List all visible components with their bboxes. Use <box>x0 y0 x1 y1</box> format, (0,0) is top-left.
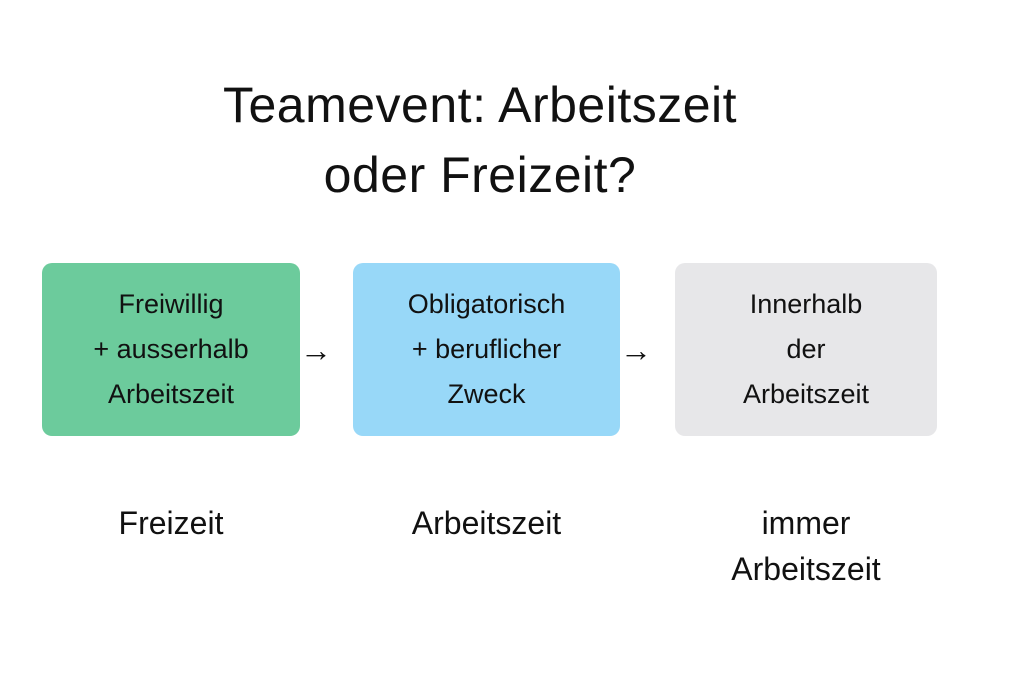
box-text: Zweck <box>447 379 526 409</box>
arrow-right-icon: → <box>620 332 652 368</box>
box-obligatorisch: Obligatorisch + beruflicher Zweck <box>353 263 620 436</box>
box-text: + beruflicher <box>411 334 562 364</box>
result-label-freizeit: Freizeit <box>42 500 300 546</box>
box-innerhalb: Innerhalb der Arbeitszeit <box>675 263 937 436</box>
result-text: Freizeit <box>118 505 224 541</box>
result-label-arbeitszeit: Arbeitszeit <box>353 500 620 546</box>
title-line-1: Teamevent: Arbeitszeit <box>222 77 738 133</box>
title-line-2: oder Freizeit? <box>323 147 637 203</box>
diagram-title: Teamevent: Arbeitszeit oder Freizeit? <box>0 70 960 210</box>
box-text: Innerhalb <box>749 289 863 319</box>
box-text: der <box>786 334 826 364</box>
result-text: Arbeitszeit <box>731 551 881 587</box>
box-text: Arbeitszeit <box>742 379 870 409</box>
result-text: Arbeitszeit <box>411 505 562 541</box>
box-freiwillig: Freiwillig + ausserhalb Arbeitszeit <box>42 263 300 436</box>
arrow-right-icon: → <box>300 332 332 368</box>
box-text: Arbeitszeit <box>107 379 235 409</box>
box-text: Obligatorisch <box>407 289 566 319</box>
result-text: immer <box>761 505 851 541</box>
result-label-immer-arbeitszeit: immer Arbeitszeit <box>675 500 937 592</box>
box-text: + ausserhalb <box>93 334 249 364</box>
box-text: Freiwillig <box>118 289 224 319</box>
